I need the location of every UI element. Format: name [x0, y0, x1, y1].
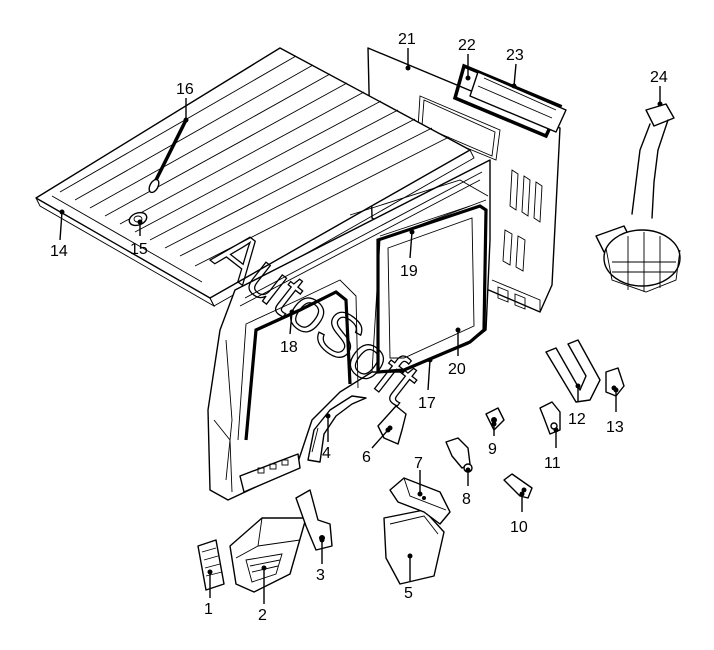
callout-20: 20 [448, 361, 466, 378]
callout-13: 13 [606, 419, 624, 436]
callout-24: 24 [650, 69, 668, 86]
part-roof-antenna [148, 119, 188, 194]
callout-3: 3 [316, 567, 325, 584]
callout-17: 17 [418, 395, 436, 412]
part-9-nut [485, 407, 505, 431]
leader-lines [59, 48, 661, 604]
callout-19: 19 [400, 263, 418, 280]
leader-dots [59, 65, 663, 575]
callout-16: 16 [176, 81, 194, 98]
part-inner-wheel-arch [307, 395, 367, 463]
part-window-glass [469, 71, 567, 133]
callout-11: 11 [544, 455, 561, 472]
part-11-bracket [539, 401, 561, 435]
callout-5: 5 [404, 585, 413, 602]
callout-4: 4 [322, 445, 331, 462]
callout-1: 1 [204, 601, 213, 618]
callout-14: 14 [50, 243, 68, 260]
callout-6: 6 [362, 449, 371, 466]
callout-21: 21 [398, 31, 416, 48]
part-24-fuel-filler [595, 103, 681, 293]
part-8-clip [445, 437, 473, 473]
callout-23: 23 [506, 47, 524, 64]
callout-8: 8 [462, 491, 471, 508]
part-2-step-tray [229, 517, 307, 593]
callout-9: 9 [488, 441, 497, 458]
part-wheelarch-seal [237, 279, 359, 441]
part-side-window-seal [376, 204, 488, 374]
callout-10: 10 [510, 519, 528, 536]
part-12-strap [545, 339, 601, 403]
part-roof-panel [35, 47, 475, 308]
callout-labels: 1 2 3 4 5 6 7 8 9 10 11 12 13 14 15 16 1… [50, 31, 668, 624]
part-7-reinforcement [389, 477, 451, 525]
part-floor-corner [239, 453, 301, 493]
part-window-seal [452, 63, 563, 139]
part-1-corner-plate [197, 539, 225, 591]
callout-12: 12 [568, 411, 586, 428]
callout-2: 2 [258, 607, 267, 624]
callout-7: 7 [414, 455, 423, 472]
callout-22: 22 [458, 37, 476, 54]
part-10-latch [503, 473, 533, 499]
callout-18: 18 [280, 339, 298, 356]
callout-15: 15 [130, 241, 148, 258]
